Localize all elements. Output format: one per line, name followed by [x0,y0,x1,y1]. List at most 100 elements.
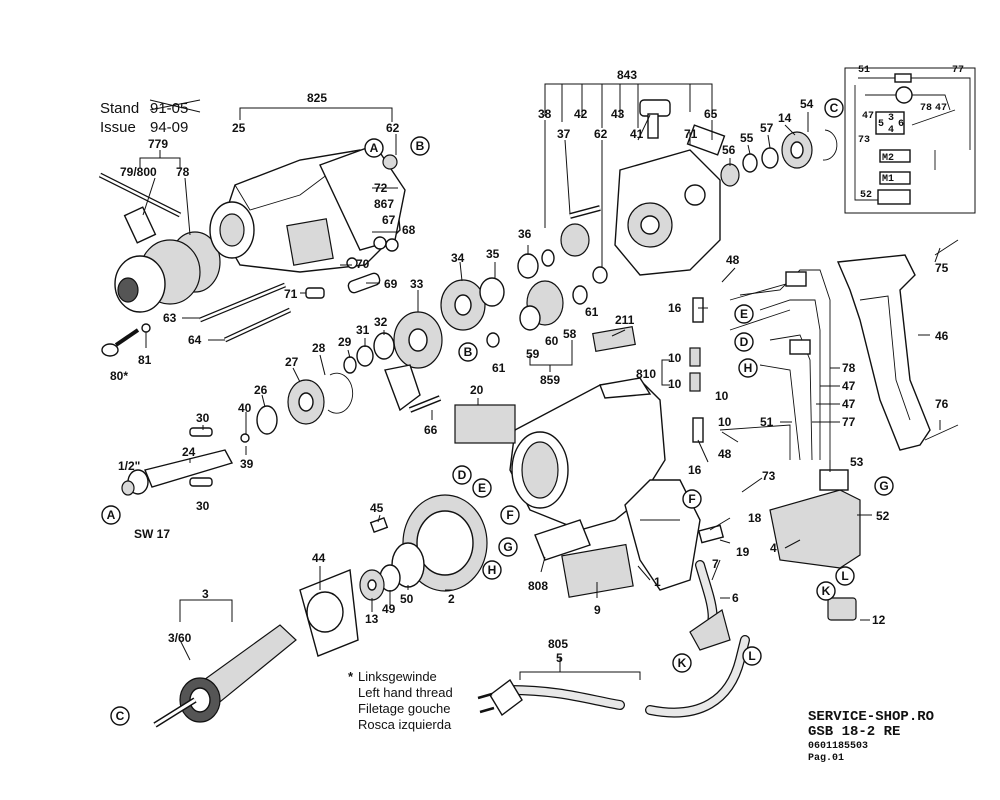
note-star: * [348,669,354,684]
part-label: 48 [726,253,740,267]
note-line: Left hand thread [358,685,453,700]
part-label: 4 [770,541,777,555]
part-label: 26 [254,383,268,397]
rods-63-64 [199,282,292,343]
part-label: 45 [370,501,384,515]
note-line: Filetage gouche [358,701,451,716]
ref-marker: F [500,505,520,525]
schem-label: 73 [858,135,870,146]
page-number: Pag.01 [808,753,844,764]
part-label: 76 [935,397,949,411]
part-label: 3/60 [168,631,192,645]
gearbox-plate [614,99,726,276]
part-label: 10 [718,415,732,429]
part-label: 51 [760,415,774,429]
part-label: 50 [400,592,414,606]
part-label: 37 [557,127,571,141]
spindle-parts [121,372,354,496]
part-label: 1 [654,575,661,589]
schem-label: M2 [882,153,894,164]
svg-text:A: A [107,508,116,522]
part-label: 47 [842,397,856,411]
part-label: 19 [736,545,750,559]
bracket-805 [519,671,641,680]
strike-line [149,99,201,113]
part-label: 54 [800,97,814,111]
part-label: 36 [518,227,532,241]
ref-marker: L [742,646,762,666]
part-label: 31 [356,323,370,337]
part-label: 62 [594,127,608,141]
ref-marker: C [110,706,130,726]
ref-marker: H [482,560,502,580]
ref-marker: L [835,566,855,586]
part-label: 10 [668,377,682,391]
part-label: 805 [548,637,568,651]
part-label: SW 17 [134,527,170,541]
part-label: 60 [545,334,559,348]
screw-80 [101,323,151,357]
stand-label: Stand [100,100,139,117]
schem-label: 4 [888,125,894,136]
part-label: 66 [424,423,438,437]
schem-label: 3 [888,113,894,124]
ref-marker: G [498,537,518,557]
leader-lines [142,112,941,661]
part-label: 53 [850,455,864,469]
motor-housing [509,377,701,591]
part-label: 55 [740,131,754,145]
svg-text:F: F [506,508,513,522]
svg-text:B: B [464,345,473,359]
part-label: 71 [684,127,698,141]
gear-stack [343,277,588,374]
ref-marker: K [816,581,836,601]
svg-text:G: G [503,540,512,554]
part-label: 867 [374,197,394,211]
part-label: 9 [594,603,601,617]
part-label: 61 [585,305,599,319]
svg-text:E: E [740,307,748,321]
part-label: 44 [312,551,326,565]
ref-marker: D [734,332,754,352]
schem-label: 78 [920,103,932,114]
part-label: 80* [110,369,128,383]
part-label: 810 [636,367,656,381]
part-label: 5 [556,651,563,665]
part-label: 30 [196,411,210,425]
schem-label: M1 [882,174,894,185]
ref-marker: E [734,304,754,324]
shaft-gears [517,205,608,284]
svg-text:C: C [830,101,839,115]
ref-marker: K [672,653,692,673]
ref-marker: D [452,465,472,485]
part-label: 12 [872,613,886,627]
handle-46 [836,239,959,451]
schem-label: 6 [898,119,904,130]
schem-label: 47 [862,111,874,122]
part-label: 75 [935,261,949,275]
part-labels: 825 843 779 79/800 78 25 62 72 867 67 68… [110,68,949,665]
part-label: 64 [188,333,202,347]
part-label: 78 [842,361,856,375]
part-label: 808 [528,579,548,593]
svg-text:H: H [744,361,753,375]
ref-marker: G [874,476,894,496]
bracket-825 [239,107,393,122]
revision-block: Stand 91-05 Issue 94-09 [100,99,201,136]
part-label: 843 [617,68,637,82]
part-label: 28 [312,341,326,355]
svg-text:L: L [841,569,848,583]
svg-text:K: K [822,584,831,598]
part-label: 859 [540,373,560,387]
part-label: 43 [611,107,625,121]
part-label: 61 [492,361,506,375]
part-label: 2 [448,592,455,606]
drill-chuck [98,172,221,313]
svg-text:F: F [688,492,695,506]
part-label: 825 [307,91,327,105]
part-label: 56 [722,143,736,157]
part-label: 1/2" [118,459,140,473]
issue-value: 94-09 [150,119,188,136]
group-brackets [139,83,713,680]
part-label: 30 [196,499,210,513]
